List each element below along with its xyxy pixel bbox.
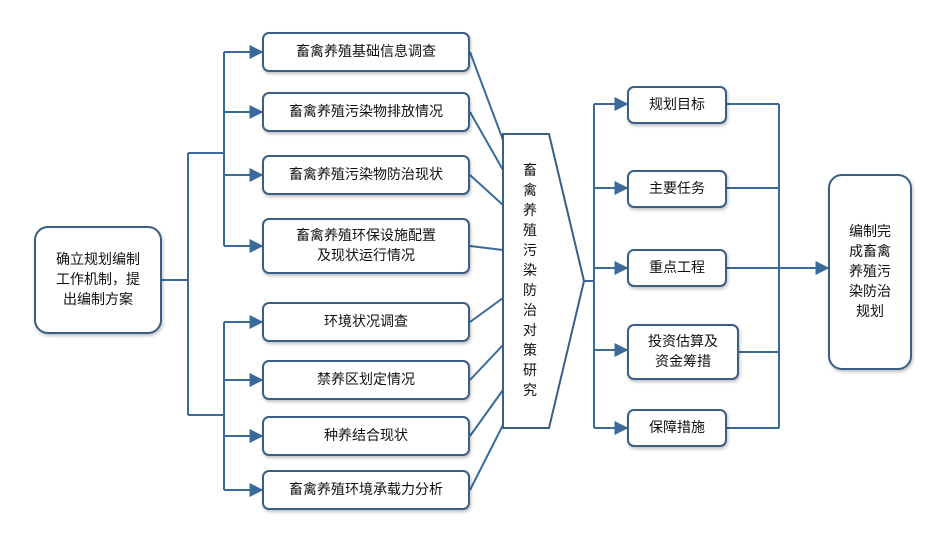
plan-box-2: 主要任务	[627, 170, 727, 208]
converge-line-7	[469, 389, 504, 437]
survey-box-text: 畜禽养殖污染物排放情况	[289, 104, 443, 120]
survey-box-2: 畜禽养殖污染物排放情况	[262, 92, 470, 132]
center-box-countermeasure-research: 畜禽养殖污染防治对策研究	[501, 134, 551, 428]
survey-box-text: 禁养区划定情况	[317, 372, 415, 388]
plan-box-text: 重点工程	[649, 260, 705, 276]
survey-box-text: 种养结合现状	[324, 428, 408, 444]
converge-line-5	[469, 297, 504, 323]
right-box-text: 编制完 成畜禽 养殖污 染防治 规划	[849, 224, 891, 320]
survey-box-6: 禁养区划定情况	[262, 360, 470, 400]
survey-box-text: 畜禽养殖环境承载力分析	[289, 482, 443, 498]
converge-line-2	[469, 111, 504, 171]
center-box-text: 畜禽养殖污染防治对策研究	[523, 163, 537, 399]
plan-box-text: 投资估算及 资金筹措	[648, 334, 718, 370]
survey-box-text: 环境状况调查	[324, 314, 408, 330]
survey-box-text: 畜禽养殖污染物防治现状	[289, 167, 443, 183]
survey-box-text: 畜禽养殖基础信息调查	[296, 44, 436, 60]
converge-line-6	[469, 344, 504, 381]
converge-line-3	[469, 174, 504, 206]
plan-box-1: 规划目标	[627, 86, 727, 124]
right-box-complete-plan: 编制完 成畜禽 养殖污 染防治 规划	[828, 174, 912, 370]
converge-line-1	[469, 51, 504, 141]
plan-box-3: 重点工程	[627, 249, 727, 287]
center-shape-outline	[502, 133, 586, 429]
left-box-establish-mechanism: 确立规划编制 工作机制，提 出编制方案	[34, 226, 162, 334]
survey-box-5: 环境状况调查	[262, 302, 470, 342]
survey-box-8: 畜禽养殖环境承载力分析	[262, 470, 470, 510]
plan-box-4: 投资估算及 资金筹措	[627, 324, 739, 380]
survey-box-7: 种养结合现状	[262, 416, 470, 456]
plan-box-text: 规划目标	[649, 97, 705, 113]
left-box-text: 确立规划编制 工作机制，提 出编制方案	[56, 252, 140, 308]
plan-box-5: 保障措施	[627, 409, 727, 447]
plan-box-text: 主要任务	[649, 181, 705, 197]
converge-line-8	[469, 424, 504, 491]
converge-line-4	[469, 245, 504, 251]
survey-box-4: 畜禽养殖环保设施配置 及现状运行情况	[262, 218, 470, 274]
survey-box-1: 畜禽养殖基础信息调查	[262, 32, 470, 72]
survey-box-text: 畜禽养殖环保设施配置 及现状运行情况	[296, 228, 436, 264]
survey-box-3: 畜禽养殖污染物防治现状	[262, 155, 470, 195]
plan-box-text: 保障措施	[649, 420, 705, 436]
